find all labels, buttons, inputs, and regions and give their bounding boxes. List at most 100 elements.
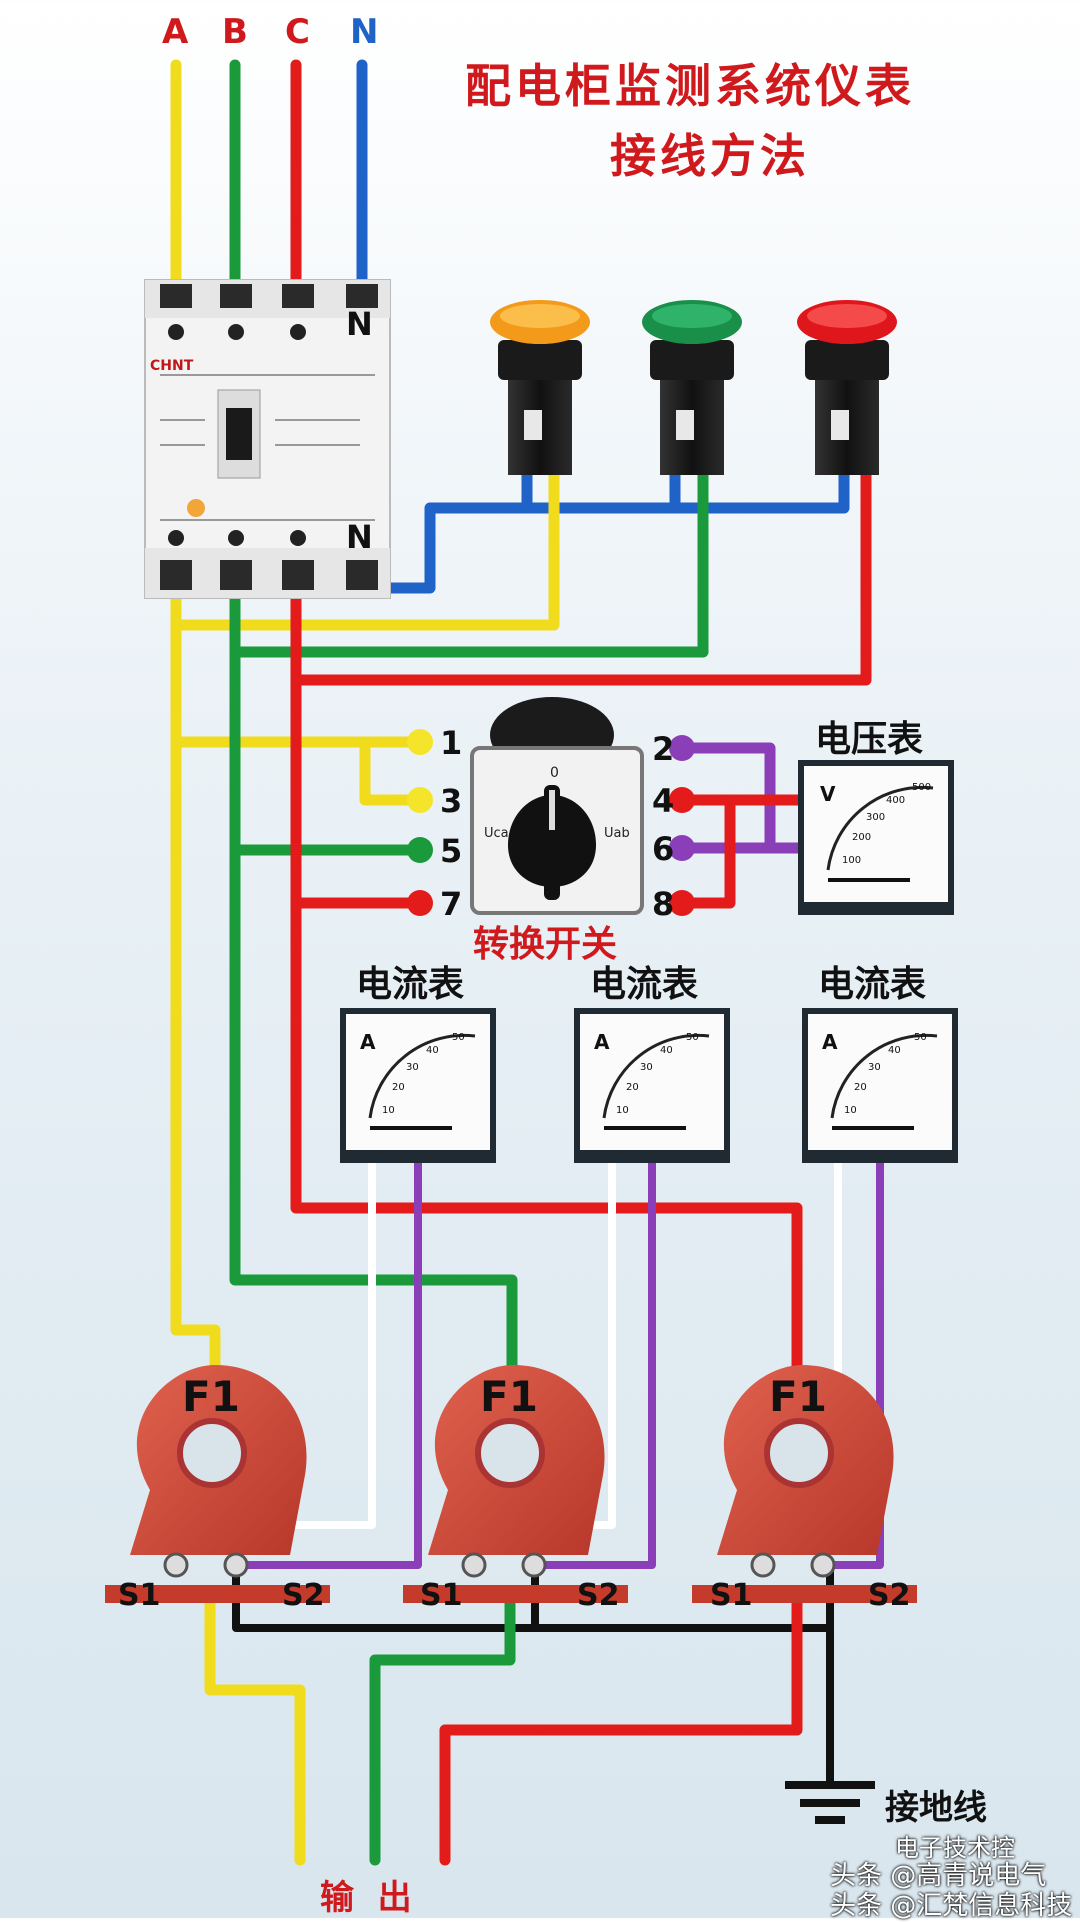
wire-switch-4-8 (676, 794, 736, 909)
wire-out-a (204, 1594, 306, 1866)
switch-right-mark: Uab (604, 826, 630, 841)
ct3-s1: S1 (710, 1578, 753, 1613)
ammeter-label-2: 电流表 (590, 964, 699, 1005)
terminal-2 (669, 735, 695, 761)
switch-label: 转换开关 (473, 924, 618, 965)
terminal-6 (669, 835, 695, 861)
ammeter-scale-1-30: 30 (406, 1062, 419, 1073)
voltmeter-label: 电压表 (815, 719, 924, 760)
ammeter-unit-2: A (594, 1030, 610, 1054)
terminal-7 (407, 890, 433, 916)
ammeter-scale-1-50: 50 (452, 1032, 465, 1043)
ct-label-3: F1 (769, 1372, 827, 1421)
ammeter-label-3: 电流表 (818, 964, 927, 1005)
ct1-s1: S1 (118, 1578, 161, 1613)
ammeter (802, 1008, 958, 1163)
ground-icon (785, 1781, 875, 1824)
terminal-label-7: 7 (440, 885, 463, 923)
ammeter-scale-2-30: 30 (640, 1062, 653, 1073)
wire-lamp-a (170, 464, 560, 631)
watermark-line2: 头条 @汇梵信息科技 (830, 1891, 1073, 1921)
wire-out-c (439, 1594, 803, 1866)
watermark-line1: 头条 @高青说电气 (830, 1861, 1047, 1891)
selector-switch (470, 697, 644, 915)
indicator-lamp (490, 300, 590, 475)
terminal-8 (669, 890, 695, 916)
watermark-badge: 电子技术控 (895, 1834, 1015, 1862)
terminal-label-3: 3 (440, 782, 463, 820)
wire-lamp-c (290, 464, 872, 686)
output-label: 输 出 (320, 1878, 412, 1918)
ammeter-scale-1-10: 10 (382, 1105, 395, 1116)
breaker-neutral-top: N (346, 305, 373, 343)
voltmeter-scale-100: 100 (842, 855, 862, 866)
current-transformer (105, 1365, 330, 1603)
voltmeter-unit: V (820, 782, 836, 806)
ammeter (340, 1008, 496, 1163)
ammeter-scale-2-10: 10 (616, 1105, 629, 1116)
wire-am3-purple (821, 1159, 884, 1569)
ammeter-scale-3-20: 20 (854, 1082, 867, 1093)
terminal-label-4: 4 (652, 782, 675, 820)
voltmeter-scale-500: 500 (912, 782, 932, 793)
ammeter-unit-3: A (822, 1030, 838, 1054)
ammeter-unit-1: A (360, 1030, 376, 1054)
wire-phase-c (290, 569, 803, 1476)
terminal-label-5: 5 (440, 832, 463, 870)
indicator-lamps (490, 300, 897, 475)
wire-neutral-lamps (356, 464, 850, 594)
terminal-label-8: 8 (652, 885, 675, 923)
ct-label-1: F1 (182, 1372, 240, 1421)
switch-terminals (407, 729, 695, 916)
wire-lamp-b (229, 464, 709, 658)
diagram-title-line2: 接线方法 (610, 129, 810, 183)
switch-zero-mark: 0 (550, 765, 559, 781)
terminal-5 (407, 837, 433, 863)
indicator-lamp (797, 300, 897, 475)
ct2-s1: S1 (420, 1578, 463, 1613)
ammeter (574, 1008, 730, 1163)
phase-label-a: A (162, 12, 189, 52)
voltmeter-scale-200: 200 (852, 832, 872, 843)
circuit-breaker (144, 279, 391, 599)
terminal-label-1: 1 (440, 724, 463, 762)
terminal-3 (407, 787, 433, 813)
voltmeter-scale-300: 300 (866, 812, 886, 823)
phase-label-n: N (350, 12, 379, 52)
terminal-label-2: 2 (652, 730, 675, 768)
voltmeter-scale-400: 400 (886, 795, 906, 806)
switch-left-mark: Uca (484, 826, 509, 841)
ammeter-scale-2-50: 50 (686, 1032, 699, 1043)
ammeter-scale-3-40: 40 (888, 1045, 901, 1056)
ammeter-label-1: 电流表 (356, 964, 465, 1005)
ammeter-scale-1-20: 20 (392, 1082, 405, 1093)
phase-label-b: B (222, 12, 248, 52)
ct2-s2: S2 (577, 1578, 620, 1613)
ammeter-scale-1-40: 40 (426, 1045, 439, 1056)
breaker-neutral-bottom: N (346, 518, 373, 556)
ct1-s2: S2 (282, 1578, 325, 1613)
voltmeter (798, 760, 954, 915)
breaker-brand: CHNT (150, 358, 194, 374)
terminal-label-6: 6 (652, 830, 675, 868)
ammeter-scale-3-30: 30 (868, 1062, 881, 1073)
terminal-4 (669, 787, 695, 813)
wire-phase-a (170, 569, 221, 1486)
current-transformer (403, 1365, 628, 1603)
wire-am2-purple (531, 1159, 656, 1569)
current-transformer (692, 1365, 917, 1603)
ct3-s2: S2 (868, 1578, 911, 1613)
phase-label-c: C (285, 12, 310, 52)
wire-out-b (369, 1594, 516, 1866)
wire-am1-purple (232, 1159, 422, 1569)
ct-label-2: F1 (480, 1372, 538, 1421)
ammeter-scale-3-10: 10 (844, 1105, 857, 1116)
ammeter-scale-3-50: 50 (914, 1032, 927, 1043)
terminal-1 (407, 729, 433, 755)
ammeter-scale-2-40: 40 (660, 1045, 673, 1056)
indicator-lamp (642, 300, 742, 475)
ammeter-scale-2-20: 20 (626, 1082, 639, 1093)
ground-label: 接地线 (885, 1788, 987, 1828)
diagram-title-line1: 配电柜监测系统仪表 (465, 59, 915, 113)
